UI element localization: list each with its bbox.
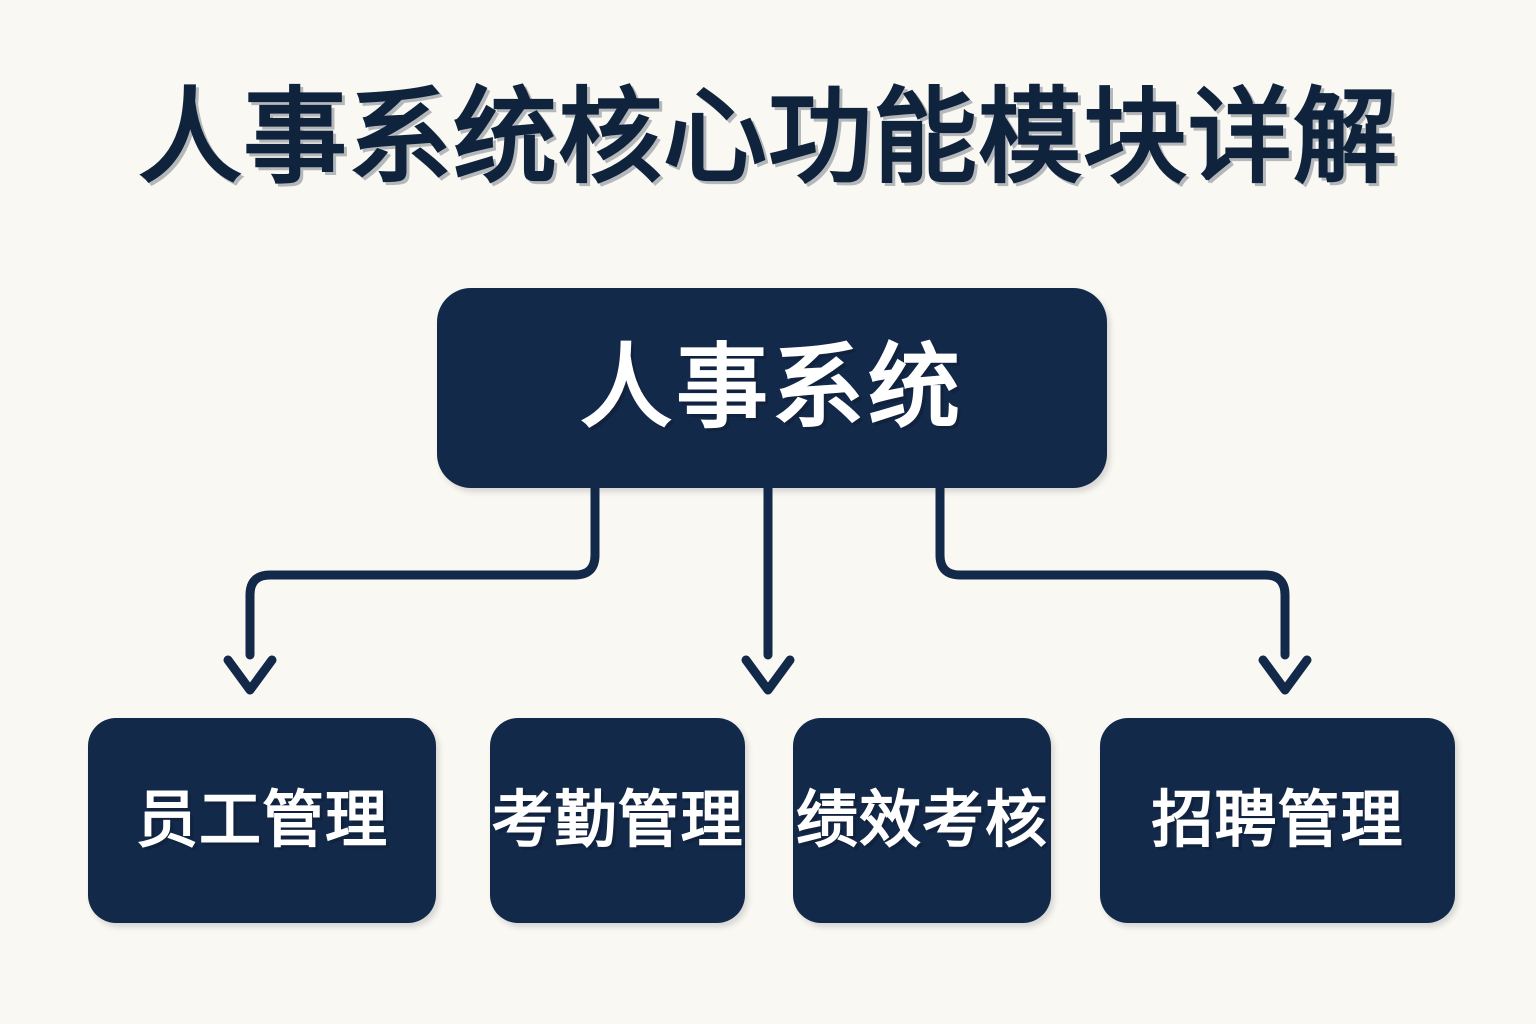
node-recruitment-management[interactable]: 招聘管理 — [1100, 718, 1455, 923]
node-attendance-management-label: 考勤管理 — [491, 785, 744, 855]
arrowhead-down-icon — [1258, 655, 1312, 695]
arrowhead-down-icon — [223, 655, 277, 695]
page-title: 人事系统核心功能模块详解 — [137, 80, 1398, 196]
node-recruitment-management-label: 招聘管理 — [1151, 785, 1404, 855]
arrowhead-down-icon — [741, 655, 795, 695]
node-employee-management-label: 员工管理 — [135, 785, 388, 855]
node-root-hr-system[interactable]: 人事系统 — [437, 288, 1107, 488]
node-performance-assessment-label: 绩效考核 — [795, 785, 1048, 855]
connector-root-to-attendance — [741, 483, 795, 695]
node-performance-assessment[interactable]: 绩效考核 — [793, 718, 1051, 923]
node-employee-management[interactable]: 员工管理 — [88, 718, 436, 923]
connector-root-to-recruitment — [935, 483, 1312, 695]
node-root-label: 人事系统 — [579, 337, 964, 439]
node-attendance-management[interactable]: 考勤管理 — [490, 718, 745, 923]
connector-root-to-employee — [223, 483, 600, 695]
